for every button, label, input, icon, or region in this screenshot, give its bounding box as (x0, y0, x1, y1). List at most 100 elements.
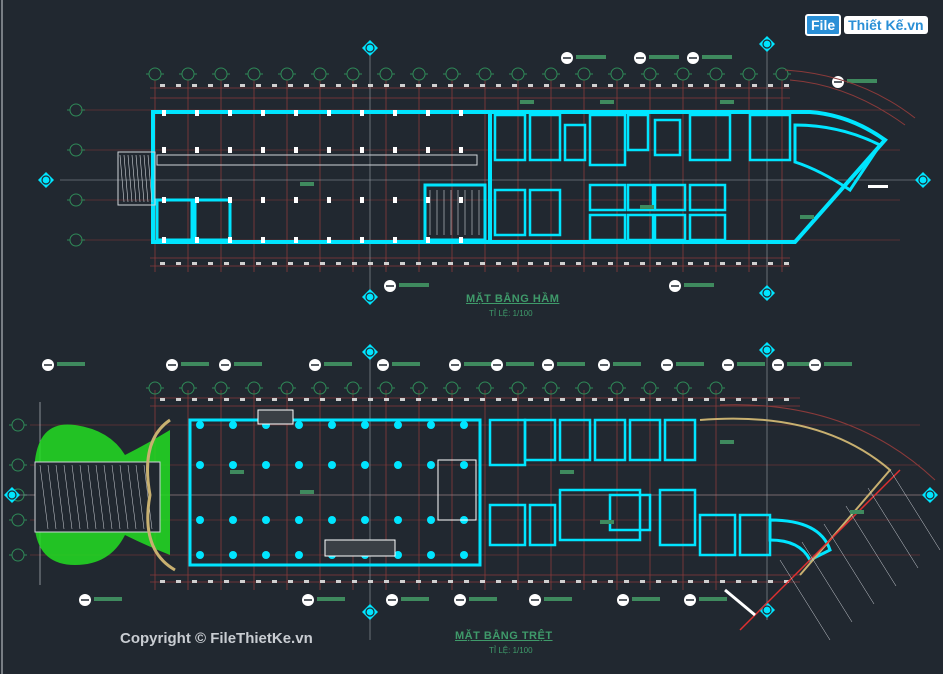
dimension-tick (640, 398, 645, 401)
dimension-tick (272, 398, 277, 401)
stair-tread (131, 154, 137, 203)
dimension-tick (672, 262, 677, 265)
axis-marker-ring (925, 490, 935, 500)
annotation-tag (181, 362, 209, 366)
dimension-tick (624, 580, 629, 583)
dimension-tick (768, 262, 773, 265)
round-column (427, 461, 435, 469)
room (626, 213, 655, 242)
dimension-tick (736, 84, 741, 87)
dimension-tick (256, 580, 261, 583)
column (327, 110, 331, 116)
grid-bubble (379, 67, 393, 81)
dimension-tick (752, 580, 757, 583)
dimension-tick (704, 580, 709, 583)
annotation-tag (544, 597, 572, 601)
annotation-tag (560, 470, 574, 474)
axis-marker-icon (362, 604, 378, 620)
dimension-tick (448, 580, 453, 583)
curved-walkway (146, 418, 176, 572)
dimension-tick (288, 580, 293, 583)
annotation-tag (737, 362, 765, 366)
room (558, 418, 592, 462)
column (327, 197, 331, 203)
annotation-tag (399, 283, 429, 287)
dimension-tick (656, 398, 661, 401)
axis-marker-ring (762, 605, 772, 615)
axis-marker-icon (4, 487, 20, 503)
column (195, 237, 199, 243)
annotation-tag (324, 362, 352, 366)
radial-grid-line (779, 559, 831, 641)
axis-marker-ring (918, 175, 928, 185)
round-column (196, 551, 204, 559)
ramp-hatch (143, 464, 153, 530)
ramp-hatch (127, 464, 137, 530)
dimension-tick (448, 262, 453, 265)
dimension-tick (768, 398, 773, 401)
dimension-tick (752, 262, 757, 265)
axis-marker-icon (759, 36, 775, 52)
dimension-tick (464, 580, 469, 583)
round-column (328, 461, 336, 469)
grid-bubble (577, 67, 591, 81)
column (162, 110, 166, 116)
round-column (262, 461, 270, 469)
room (748, 113, 792, 162)
logo-part-file: File (805, 14, 842, 36)
room (626, 113, 650, 152)
round-column (262, 551, 270, 559)
dimension-tick (416, 398, 421, 401)
dimension-tick (544, 580, 549, 583)
room (608, 493, 652, 532)
grid-bubble (214, 67, 228, 81)
grid-bubble (511, 67, 525, 81)
dimension-tick (272, 262, 277, 265)
dimension-tick (720, 398, 725, 401)
axis-marker-icon (362, 344, 378, 360)
round-column (295, 551, 303, 559)
column (261, 147, 265, 153)
dimension-tick (480, 84, 485, 87)
round-column (460, 421, 468, 429)
column (360, 110, 364, 116)
dimension-tick (400, 84, 405, 87)
grid-bubble (247, 67, 261, 81)
dimension-tick (176, 84, 181, 87)
curved-dimension (789, 79, 906, 126)
dimension-tick (320, 398, 325, 401)
stair-core (423, 183, 487, 242)
hall-outline (188, 418, 482, 567)
ramp-hatch (95, 464, 105, 530)
stair-top (257, 409, 294, 425)
stair-tread (139, 154, 145, 203)
dimension-tick (464, 398, 469, 401)
annotation-tag (300, 490, 314, 494)
round-column (427, 516, 435, 524)
dimension-tick (256, 262, 261, 265)
round-column (229, 551, 237, 559)
dimension-tick (688, 398, 693, 401)
dimension-tick (512, 262, 517, 265)
dimension-tick (224, 580, 229, 583)
annotation-tag (850, 510, 864, 514)
grid-bubble (11, 458, 25, 472)
section-cut-line (739, 469, 901, 631)
dimension-tick (544, 398, 549, 401)
dimension-tick (352, 262, 357, 265)
stair-bottom (324, 539, 396, 557)
dimension-tick (448, 84, 453, 87)
dimension-tick (576, 84, 581, 87)
round-column (394, 421, 402, 429)
annotation-tag (230, 470, 244, 474)
column (228, 237, 232, 243)
annotation-tag (824, 362, 852, 366)
dimension-tick (160, 580, 165, 583)
dimension-tick (416, 580, 421, 583)
grid-bubble (643, 67, 657, 81)
dimension-tick (400, 580, 405, 583)
dimension-tick (448, 398, 453, 401)
annotation-tag (300, 182, 314, 186)
room (588, 183, 627, 212)
